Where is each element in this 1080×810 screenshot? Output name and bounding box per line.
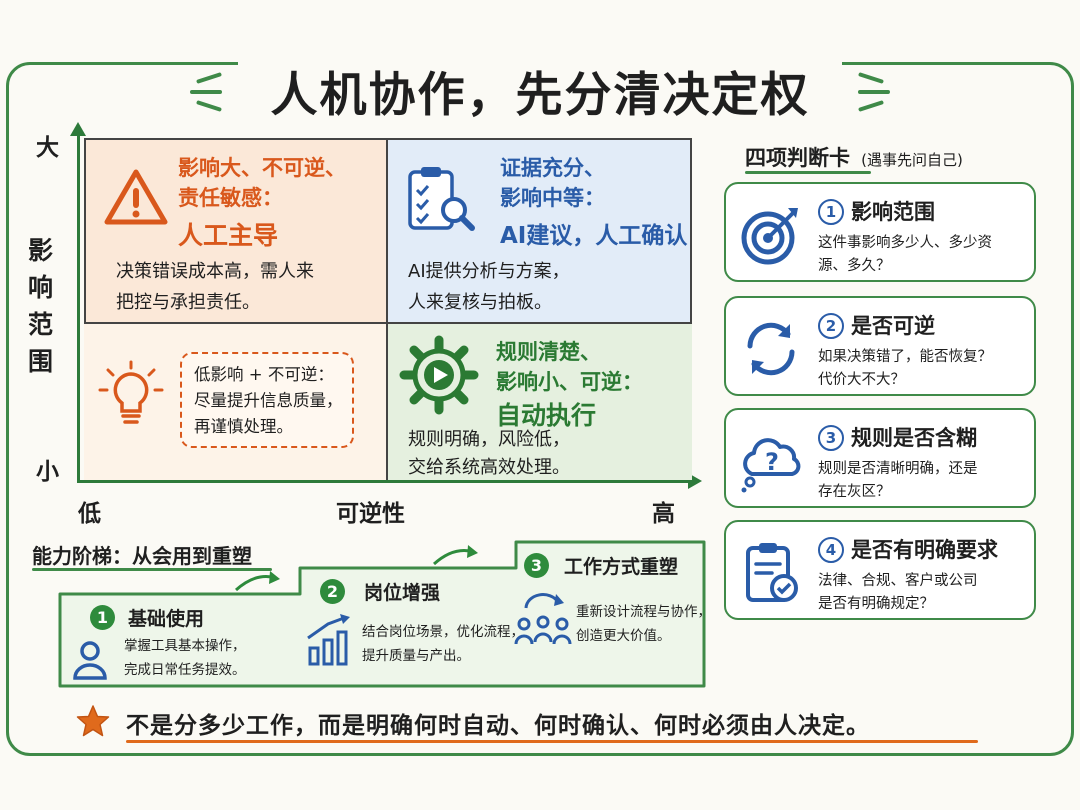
step-2-num: 2 — [320, 579, 345, 604]
quadrant-bottom-left: 低影响 + 不可逆： 尽量提升信息质量， 再谨慎处理。 — [84, 322, 386, 480]
team-cycle-icon — [514, 593, 572, 645]
judgment-card-1: 1 影响范围 这件事影响多少人、多少资源、多久？ — [724, 182, 1036, 282]
step-3-line-2: 创造更大价值。 — [576, 628, 671, 644]
card-3-title: 3 规则是否含糊 — [818, 422, 977, 452]
card-1-title: 1 影响范围 — [818, 196, 935, 226]
page-title: 人机协作，先分清决定权 — [270, 68, 810, 123]
card-3-line-1: 规则是否清晰明确，还是 — [818, 461, 978, 477]
bottom-right-desc-2: 交给系统高效处理。 — [408, 457, 570, 478]
bottom-left-line-1: 低影响 + 不可逆： — [194, 365, 334, 384]
y-axis-high: 大 — [36, 135, 59, 161]
step-2-line-1: 结合岗位场景，优化流程， — [362, 624, 524, 640]
step-2-title: 岗位增强 — [364, 582, 441, 604]
step-3-line-1: 重新设计流程与协作， — [576, 604, 711, 620]
clipboard-check-icon — [746, 543, 798, 602]
quadrant-top-right: 证据充分、 影响中等： AI建议，人工确认 AI提供分析与方案， 人来复核与拍板… — [386, 138, 692, 322]
step-3-num: 3 — [524, 553, 549, 578]
lightbulb-icon — [98, 360, 164, 424]
footer-underline — [126, 740, 978, 743]
card-2-title: 2 是否可逆 — [818, 310, 935, 340]
quadrant-bottom-right: 规则清楚、 影响小、可逆： 自动执行 规则明确，风险低， 交给系统高效处理。 — [386, 322, 692, 480]
quadrant-top-left: 影响大、不可逆、 责任敏感： 人工主导 决策错误成本高，需人来 把控与承担责任。 — [84, 138, 386, 322]
card-4-num: 4 — [818, 537, 844, 563]
bottom-left-line-2: 尽量提升信息质量， — [194, 391, 343, 410]
top-right-desc-1: AI提供分析与方案， — [408, 261, 570, 282]
step-1-title: 基础使用 — [128, 608, 205, 630]
top-left-title-2: 责任敏感： — [178, 186, 283, 210]
card-4-title: 4 是否有明确要求 — [818, 534, 998, 564]
y-axis-low: 小 — [36, 459, 59, 485]
top-left-decision: 人工主导 — [178, 221, 279, 250]
card-3-text: 规则是否清晰明确，还是存在灰区？ — [818, 458, 1028, 504]
gear-play-icon — [399, 335, 479, 415]
card-1-num: 1 — [818, 199, 844, 225]
top-left-desc-1: 决策错误成本高，需人来 — [116, 261, 314, 282]
card-2-line-1: 如果决策错了，能否恢复？ — [818, 349, 992, 365]
card-2-title-text: 是否可逆 — [851, 314, 935, 338]
top-right-desc-2: 人来复核与拍板。 — [408, 292, 552, 313]
card-4-title-text: 是否有明确要求 — [851, 538, 998, 562]
card-1-line-1: 这件事影响多少人、多少资 — [818, 235, 992, 251]
y-axis-line — [77, 132, 80, 482]
card-1-text: 这件事影响多少人、多少资源、多久？ — [818, 232, 1028, 278]
card-4-text: 法律、合规、客户或公司是否有明确规定？ — [818, 570, 1028, 616]
y-axis-arrow — [70, 122, 86, 136]
warning-icon — [104, 169, 168, 225]
bottom-left-callout — [180, 352, 354, 448]
cards-heading: 四项判断卡 (遇事先问自己) — [745, 142, 963, 172]
judgment-card-2: 2 是否可逆 如果决策错了，能否恢复？ 代价大不大？ — [724, 296, 1036, 396]
x-axis-label: 可逆性 — [336, 501, 405, 527]
ladder-heading-underline — [32, 568, 272, 571]
card-2-text: 如果决策错了，能否恢复？ 代价大不大？ — [818, 346, 1028, 392]
card-4-line-2: 是否有明确规定？ — [818, 596, 934, 612]
bottom-right-title-1: 规则清楚、 — [496, 340, 601, 364]
step-1-line-1: 掌握工具基本操作， — [124, 638, 246, 654]
y-axis-label: 影响范围 — [28, 236, 54, 376]
title-background — [238, 60, 842, 120]
bottom-right-desc-1: 规则明确，风险低， — [408, 429, 570, 450]
step-2-line-2: 提升质量与产出。 — [362, 648, 470, 664]
card-3-title-text: 规则是否含糊 — [851, 426, 977, 450]
clipboard-search-icon — [408, 167, 475, 231]
judgment-card-4: 4 是否有明确要求 法律、合规、客户或公司是否有明确规定？ — [724, 520, 1036, 620]
card-2-num: 2 — [818, 313, 844, 339]
cards-heading-text: 四项判断卡 — [745, 146, 850, 170]
top-right-title-1: 证据充分、 — [500, 156, 605, 180]
bar-chart-icon — [307, 614, 350, 666]
bottom-right-title-2: 影响小、可逆： — [496, 370, 643, 394]
step-1-num: 1 — [90, 605, 115, 630]
bottom-right-decision: 自动执行 — [496, 401, 597, 430]
top-left-title-1: 影响大、不可逆、 — [178, 156, 346, 180]
card-2-line-2: 代价大不大？ — [818, 372, 905, 388]
x-axis-line — [77, 480, 691, 483]
top-right-title-2: 影响中等： — [500, 186, 605, 210]
ladder-arrow-1 — [234, 571, 280, 592]
x-axis-high: 高 — [652, 501, 675, 527]
question-cloud-icon: ? — [741, 438, 801, 493]
bottom-left-line-3: 再谨慎处理。 — [194, 417, 293, 436]
judgment-card-3: ? 3 规则是否含糊 规则是否清晰明确，还是存在灰区？ — [724, 408, 1036, 508]
top-right-decision: AI建议，人工确认 — [500, 223, 688, 249]
ladder-steps-outline — [58, 540, 706, 688]
step-3-title: 工作方式重塑 — [564, 556, 679, 578]
top-left-desc-2: 把控与承担责任。 — [116, 292, 260, 313]
card-3-line-2: 存在灰区？ — [818, 484, 891, 500]
target-icon — [741, 208, 798, 265]
card-4-line-1: 法律、合规、客户或公司 — [818, 573, 978, 589]
card-1-line-2: 源、多久？ — [818, 258, 891, 274]
svg-text:?: ? — [765, 448, 779, 476]
cards-subheading: (遇事先问自己) — [861, 151, 963, 169]
star-icon — [76, 705, 110, 737]
ladder-heading: 能力阶梯：从会用到重塑 — [32, 544, 252, 568]
ladder-arrow-2 — [432, 545, 478, 566]
card-3-num: 3 — [818, 425, 844, 451]
refresh-icon — [747, 322, 795, 376]
step-1-line-2: 完成日常任务提效。 — [124, 662, 246, 678]
cards-heading-underline — [745, 171, 871, 174]
x-axis-low: 低 — [78, 501, 101, 527]
footer-text: 不是分多少工作，而是明确何时自动、何时确认、何时必须由人决定。 — [126, 713, 870, 739]
user-icon — [73, 641, 107, 680]
card-1-title-text: 影响范围 — [851, 200, 935, 224]
